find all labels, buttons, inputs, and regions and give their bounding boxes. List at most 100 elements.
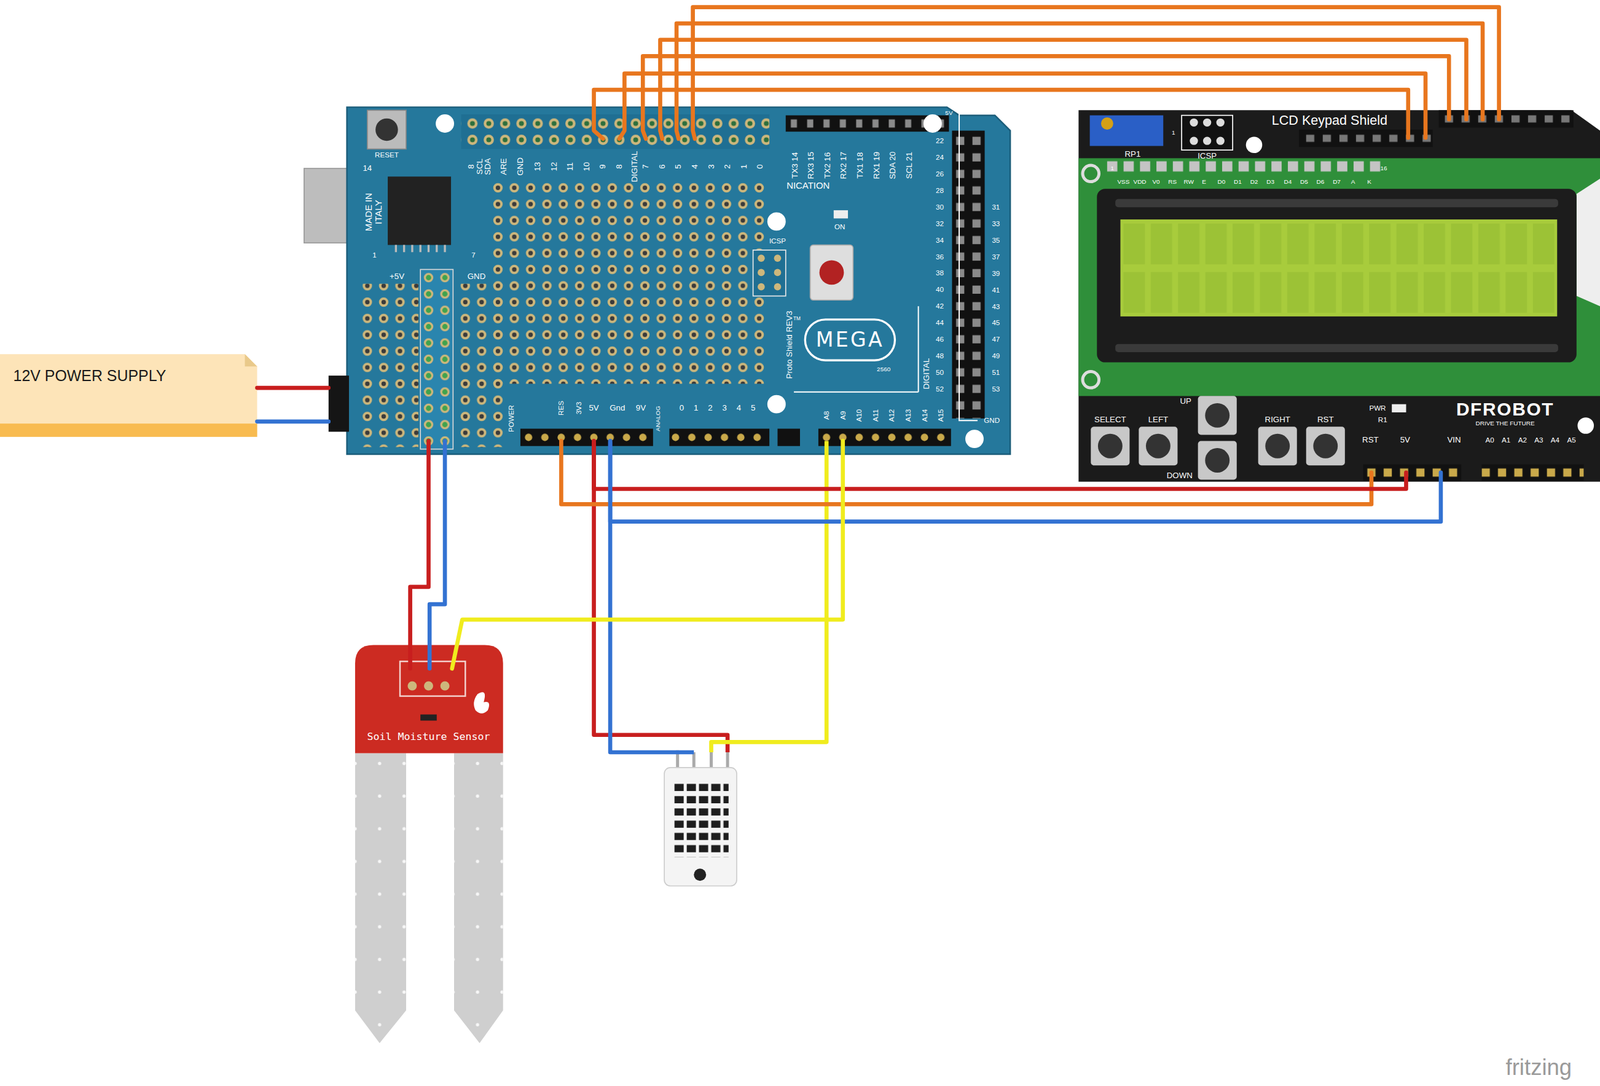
pin-label: RX2 17 — [839, 151, 848, 179]
arduino-mega-illustration — [810, 245, 854, 301]
arduino-mega-illustration — [359, 283, 419, 448]
soil-sensor-illustration — [440, 681, 450, 691]
lcd-keypad-shield-illustration — [1120, 219, 1557, 317]
pin-label: 26 — [935, 170, 944, 178]
lcd-keypad-shield-illustration — [1258, 426, 1298, 466]
pin-label: 43 — [991, 302, 1000, 310]
lcd-keypad-shield-illustration — [1145, 433, 1171, 459]
lcd-keypad-shield-illustration — [1115, 344, 1559, 353]
pin-label: 24 — [935, 153, 944, 161]
pin-label: ICSP — [1197, 151, 1217, 161]
arduino-mega-illustration — [777, 428, 800, 447]
lcd-keypad-shield-illustration — [1198, 440, 1237, 480]
wire — [659, 39, 1467, 139]
lcd-keypad-shield-illustration — [1439, 109, 1574, 128]
lcd-keypad-shield-illustration — [1090, 426, 1130, 466]
pin-label: 1 — [1171, 129, 1176, 136]
pin-label: RX3 15 — [806, 151, 816, 179]
power-supply-shape — [0, 353, 258, 437]
pin-label: ANALOG — [654, 405, 662, 431]
lcd-keypad-shield-illustration — [1082, 165, 1100, 182]
pin-label: D4 — [1283, 178, 1292, 185]
soil-sensor-illustration — [454, 753, 504, 1044]
pin-label: GND — [467, 272, 486, 281]
wire — [594, 440, 1407, 489]
arduino-mega-illustration — [757, 283, 765, 291]
dht-sensor-illustration — [673, 781, 729, 858]
pin-label: Proto Shield REV3 — [785, 310, 794, 380]
pin-label: 2 — [723, 164, 732, 169]
pin-label: D2 — [1250, 178, 1259, 185]
arduino-mega-illustration — [757, 269, 765, 277]
lcd-keypad-shield-illustration — [1313, 433, 1338, 459]
pin-label: 35 — [991, 236, 1000, 244]
pin-label: RESET — [374, 151, 399, 159]
pin-label: VDD — [1133, 178, 1147, 185]
lcd-keypad-shield-illustration — [1204, 403, 1230, 428]
pin-label: 5 — [674, 164, 683, 169]
pin-label: SDA — [483, 157, 493, 175]
pin-label: 5V — [945, 109, 953, 117]
lcd-keypad-shield-illustration — [1204, 447, 1230, 473]
pin-label: DOWN — [1166, 471, 1193, 480]
soil-sensor-illustration — [423, 681, 434, 691]
pin-label: RST — [1362, 435, 1379, 445]
pin-label: A15 — [937, 409, 945, 423]
arduino-mega-illustration — [757, 254, 765, 262]
arduino-mega-illustration — [951, 130, 985, 419]
arduino-mega-illustration — [304, 106, 1011, 455]
pin-label: 50 — [935, 368, 944, 377]
lcd-keypad-shield-illustration — [1439, 109, 1574, 128]
arduino-mega-illustration — [520, 428, 654, 447]
pin-label: 41 — [991, 286, 1000, 294]
pin-label: DRIVE THE FUTURE — [1475, 420, 1535, 427]
arduino-mega-illustration — [489, 179, 768, 384]
pin-label: D6 — [1316, 178, 1325, 185]
part-title: 12V POWER SUPPLY — [13, 367, 167, 384]
power-supply-box: 12V POWER SUPPLY — [0, 353, 258, 437]
arduino-mega-illustration — [461, 114, 770, 149]
pin-label: A8 — [822, 411, 831, 420]
pin-label: 46 — [935, 335, 944, 343]
pin-label: 52 — [935, 385, 944, 393]
soil-sensor-illustration — [473, 691, 490, 714]
pin-label: 9V — [635, 403, 646, 413]
pin-label: RIGHT — [1265, 415, 1291, 424]
arduino-mega-illustration — [420, 269, 453, 449]
pin-label: 34 — [935, 235, 944, 244]
arduino-mega-illustration — [819, 259, 845, 285]
lcd-keypad-shield-illustration — [1078, 109, 1600, 482]
pin-label: 38 — [935, 269, 944, 277]
pin-label: DIGITAL — [922, 358, 931, 390]
dht-sensor-illustration — [664, 750, 737, 887]
pin-label: 39 — [991, 269, 1000, 278]
pin-label: 5V — [588, 403, 599, 413]
lcd-keypad-shield-illustration — [1363, 464, 1462, 482]
pin-label: ON — [834, 223, 845, 231]
pin-label: TX2 16 — [823, 152, 832, 179]
soil-sensor-illustration — [407, 681, 417, 691]
pin-label: 12 — [549, 161, 559, 171]
pin-label: 1 — [693, 403, 699, 413]
arduino-mega-illustration — [774, 283, 782, 291]
pin-label: 47 — [991, 335, 1000, 343]
lcd-keypad-shield-illustration — [1101, 117, 1114, 130]
pin-label: 6 — [658, 164, 667, 169]
wire — [257, 419, 329, 424]
pin-label: 3V3 — [575, 401, 583, 415]
lcd-keypad-shield-illustration — [1481, 464, 1584, 482]
pin-label: 1 — [739, 164, 749, 169]
pin-label: 0 — [679, 403, 684, 413]
pin-label: A13 — [904, 409, 912, 423]
pin-label: 3 — [707, 164, 716, 169]
lcd-keypad-shield-illustration — [1363, 464, 1462, 482]
pin-label: TX3 14 — [790, 152, 800, 179]
pin-label: 4 — [736, 403, 742, 413]
arduino-mega-illustration — [818, 428, 952, 447]
pin-label: D3 — [1266, 178, 1275, 185]
pin-label: D0 — [1217, 178, 1226, 185]
watermark: fritzing — [1505, 1055, 1573, 1079]
pin-label: 11 — [565, 162, 575, 171]
